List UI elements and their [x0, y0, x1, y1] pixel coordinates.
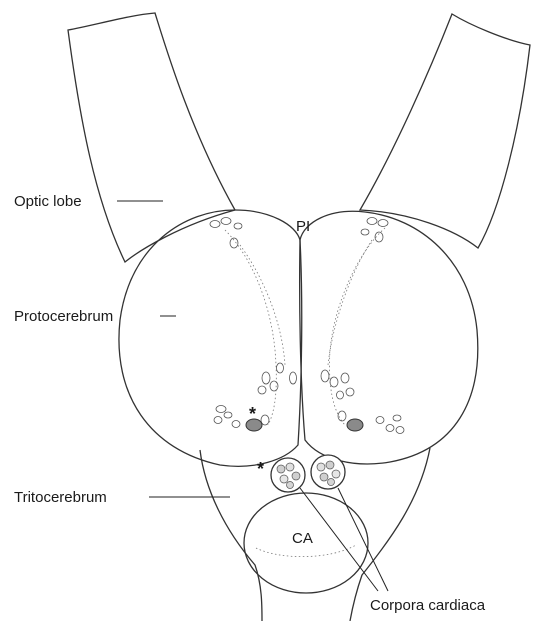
- ca-label: CA: [292, 530, 313, 547]
- optic-lobe-right: [360, 14, 530, 248]
- tritocerebrum-label: Tritocerebrum: [14, 489, 107, 506]
- tritocerebrum-left: [200, 450, 262, 621]
- axon-tract-left-2: [240, 245, 285, 365]
- axon-tract-left: [225, 230, 276, 425]
- leader-cc-right: [338, 488, 388, 591]
- corpus-cardiacum-left: [271, 458, 305, 492]
- protocerebrum-left: [119, 210, 302, 466]
- pi-label: PI: [296, 218, 310, 235]
- tritocerebrum-right: [350, 448, 430, 621]
- corpus-cardiacum-right: [311, 455, 345, 489]
- asterisk-lower: *: [257, 459, 264, 479]
- protocerebrum-label: Protocerebrum: [14, 308, 113, 325]
- corpora-cardiaca-label: Corpora cardiaca: [370, 597, 486, 614]
- protocerebrum-right: [300, 211, 478, 464]
- axon-tract-right-2: [328, 240, 372, 365]
- optic-lobe-label: Optic lobe: [14, 193, 82, 210]
- axon-tract-right: [330, 228, 385, 425]
- pi-cells-right: [361, 218, 388, 243]
- pi-cells-left: [210, 218, 242, 249]
- asterisk-upper: *: [249, 404, 256, 424]
- marked-cell-right: [347, 419, 363, 431]
